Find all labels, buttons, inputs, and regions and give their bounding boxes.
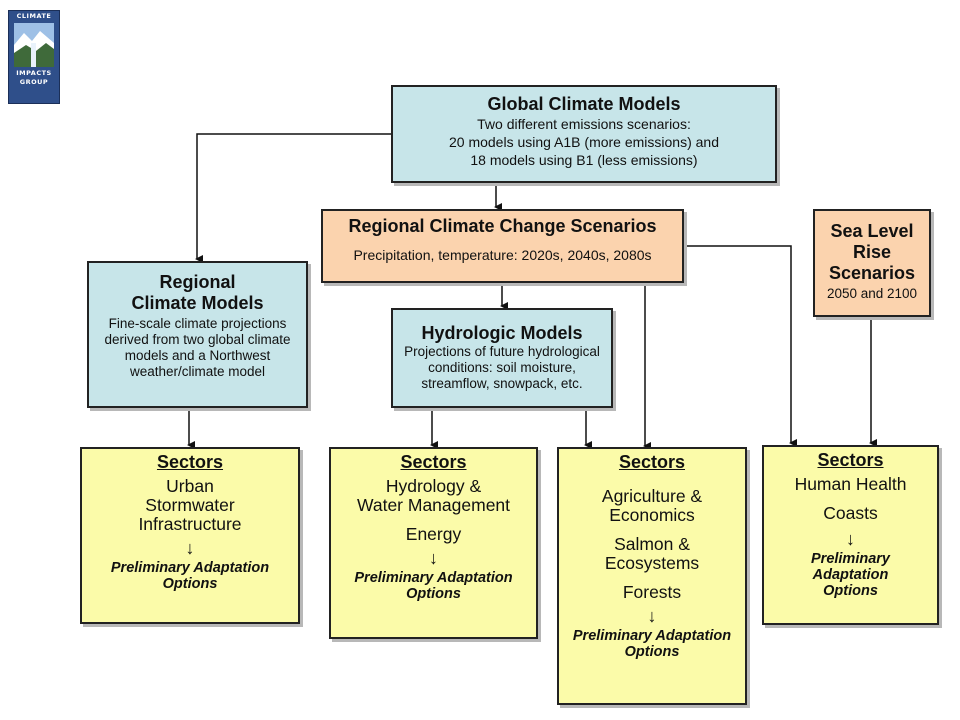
slr-title-line: Sea Level bbox=[830, 221, 914, 241]
down-arrow-icon: ↓ bbox=[429, 548, 438, 568]
sector-item: Coasts bbox=[823, 503, 878, 523]
rccs-title: Regional Climate Change Scenarios bbox=[348, 216, 657, 236]
slr-desc: 2050 and 2100 bbox=[826, 286, 918, 301]
adaptation-options: Preliminary Adaptation Options bbox=[354, 570, 513, 602]
sector-item: Human Health bbox=[794, 474, 907, 494]
sector-heading: Sectors bbox=[400, 452, 467, 472]
sector-item: Infrastructure bbox=[138, 514, 242, 534]
slr-title-line: Rise bbox=[852, 242, 892, 262]
sector-item: Economics bbox=[609, 505, 695, 525]
logo-landscape-icon bbox=[14, 23, 54, 67]
sector-item: Urban bbox=[166, 476, 214, 496]
sector-item: Energy bbox=[405, 524, 462, 544]
gcm-title: Global Climate Models bbox=[487, 94, 681, 114]
rcm-title-line: Regional bbox=[159, 272, 236, 292]
logo-word-impacts: IMPACTS bbox=[16, 69, 52, 77]
sector-box-health: Sectors Human Health Coasts ↓ Preliminar… bbox=[762, 445, 939, 625]
regional-climate-change-scenarios-box: Regional Climate Change Scenarios Precip… bbox=[321, 209, 684, 283]
climate-impacts-group-logo: CLIMATE IMPACTS GROUP bbox=[8, 10, 60, 104]
gcm-line: Two different emissions scenarios: bbox=[477, 116, 691, 132]
sector-item: Forests bbox=[622, 582, 682, 602]
down-arrow-icon: ↓ bbox=[846, 529, 855, 549]
arrow-gcm-to-rcm bbox=[195, 133, 391, 263]
rcm-title-line: Climate Models bbox=[131, 293, 264, 313]
sector-box-urban: Sectors Urban Stormwater Infrastructure … bbox=[80, 447, 300, 624]
gcm-line: 20 models using A1B (more emissions) and bbox=[448, 134, 720, 150]
hydro-title: Hydrologic Models bbox=[421, 323, 583, 343]
sector-heading: Sectors bbox=[618, 452, 686, 472]
down-arrow-icon: ↓ bbox=[647, 606, 657, 626]
gcm-line: 18 models using B1 (less emissions) bbox=[470, 152, 698, 168]
sector-heading: Sectors bbox=[156, 452, 224, 472]
sector-item: Hydrology & bbox=[385, 476, 482, 496]
sector-item: Salmon & bbox=[614, 534, 690, 554]
global-climate-models-box: Global Climate Models Two different emis… bbox=[391, 85, 777, 183]
arrow-rccs-to-sector4 bbox=[684, 245, 797, 447]
rcm-line: Fine-scale climate projections bbox=[108, 316, 287, 331]
logo-word-climate: CLIMATE bbox=[16, 12, 52, 20]
sector-item: Stormwater bbox=[145, 495, 235, 515]
rcm-line: derived from two global climate bbox=[104, 332, 291, 347]
sector-item: Agriculture & bbox=[601, 486, 703, 506]
rcm-line: models and a Northwest bbox=[124, 348, 271, 363]
hydro-line: conditions: soil moisture, bbox=[428, 360, 576, 375]
hydro-line: Projections of future hydrological bbox=[404, 344, 600, 359]
down-arrow-icon: ↓ bbox=[185, 538, 195, 558]
adaptation-options: Preliminary Adaptation Options bbox=[572, 628, 732, 660]
sector-item: Water Management bbox=[356, 495, 511, 515]
hydrologic-models-box: Hydrologic Models Projections of future … bbox=[391, 308, 613, 408]
slr-title-line: Scenarios bbox=[828, 263, 916, 283]
adaptation-options: Preliminary Adaptation Options bbox=[811, 551, 890, 599]
sector-heading: Sectors bbox=[817, 450, 884, 470]
sector-box-agriculture: Sectors Agriculture & Economics Salmon &… bbox=[557, 447, 747, 705]
logo-word-group: GROUP bbox=[19, 78, 49, 86]
rcm-line: weather/climate model bbox=[129, 364, 266, 379]
adaptation-options: Preliminary Adaptation Options bbox=[110, 560, 270, 592]
sea-level-rise-scenarios-box: Sea Level Rise Scenarios 2050 and 2100 bbox=[813, 209, 931, 317]
regional-climate-models-box: Regional Climate Models Fine-scale clima… bbox=[87, 261, 308, 408]
sector-box-hydrology: Sectors Hydrology & Water Management Ene… bbox=[329, 447, 538, 639]
hydro-line: streamflow, snowpack, etc. bbox=[421, 376, 583, 391]
rccs-desc: Precipitation, temperature: 2020s, 2040s… bbox=[353, 247, 652, 263]
sector-item: Ecosystems bbox=[604, 553, 700, 573]
